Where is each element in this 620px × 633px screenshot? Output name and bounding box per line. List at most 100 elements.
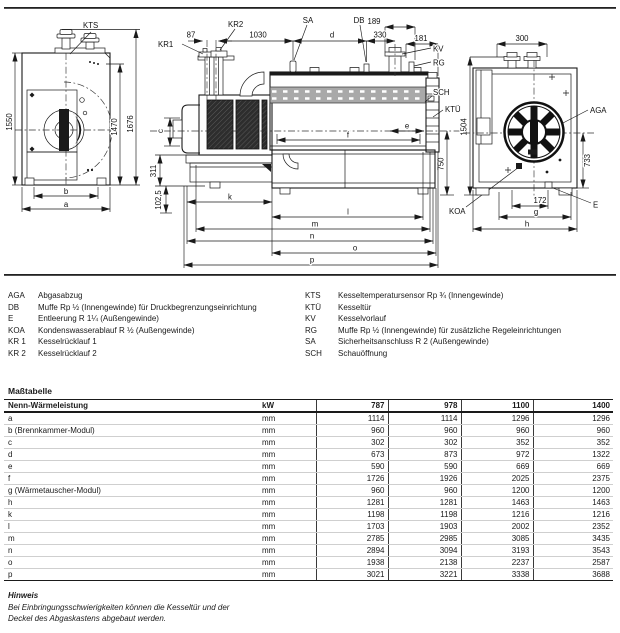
unit-cell: mm — [258, 556, 316, 569]
value-cell: 2785 — [315, 532, 388, 545]
dim-letter-l: l — [347, 208, 349, 217]
value-cell: 1938 — [315, 556, 388, 569]
label-sch: SCH — [433, 88, 449, 97]
legend-text: Abgasabzug — [38, 291, 83, 300]
dim-letter-cell: b (Brennkammer-Modul) — [4, 424, 258, 437]
drain-fitting-icon — [544, 181, 553, 189]
legend-code: AGA — [8, 291, 25, 300]
legend-code: KTS — [305, 291, 321, 300]
boiler-return-flange-icon — [56, 29, 76, 50]
value-cell: 2985 — [387, 532, 461, 545]
unit-cell: mm — [258, 424, 316, 437]
value-cell: 873 — [387, 448, 461, 461]
dimension-table-section: Maßtabelle Nenn-Wärmeleistung kW 787 978… — [4, 386, 616, 581]
value-cell: 3221 — [387, 568, 461, 581]
value-cell: 3338 — [460, 568, 533, 581]
value-cell: 960 — [532, 424, 613, 437]
table-row: h mm 1281 1281 1463 1463 — [4, 496, 613, 509]
dimension-table: Nenn-Wärmeleistung kW 787 978 1100 1400 … — [4, 399, 613, 581]
legend-code: KOA — [8, 325, 25, 335]
value-cell: 2587 — [532, 556, 613, 569]
dim-label-311: 311 — [149, 165, 158, 177]
legend-text: Kesselrücklauf 1 — [38, 337, 97, 347]
dim-label-87: 87 — [187, 31, 196, 40]
dim-letter-cell: f — [4, 472, 258, 485]
dim-letter-g: g — [534, 208, 538, 217]
dim-label-1676: 1676 — [126, 115, 135, 132]
dim-label-189: 189 — [367, 17, 380, 26]
legend-col-right: KTS Kesseltemperatursensor Rp ¾ (Innenge… — [305, 290, 614, 360]
legend-item: DB Muffe Rp ½ (Innengewinde) für Druckbe… — [8, 302, 305, 314]
value-cell: 960 — [387, 424, 461, 437]
unit-cell: mm — [258, 532, 316, 545]
header-unit: kW — [258, 399, 316, 413]
legend-code: SA — [305, 337, 316, 347]
unit-cell: mm — [258, 520, 316, 533]
unit-cell: mm — [258, 484, 316, 497]
legend-text: Muffe Rp ½ (Innengewinde) für zusätzlich… — [338, 325, 562, 335]
label-aga: AGA — [590, 106, 607, 115]
legend-item: SCH Schauöffnung — [305, 348, 614, 360]
label-kts: KTS — [83, 21, 98, 30]
value-cell: 590 — [387, 460, 461, 473]
value-cell: 1463 — [460, 496, 533, 509]
legend-text: Muffe Rp ½ (Innengewinde) für Druckbegre… — [38, 302, 257, 312]
legend-item: E Entleerung R 1¼ (Außengewinde) — [8, 313, 305, 325]
top-rule — [4, 7, 616, 9]
value-cell: 2352 — [532, 520, 613, 533]
boiler-door — [425, 72, 440, 153]
sa-nozzle — [289, 60, 297, 73]
header-col: 1100 — [460, 399, 533, 413]
unit-cell: mm — [258, 508, 316, 521]
front-view: KTS 1550 1470 1676 b a — [4, 20, 140, 212]
legend-text: Entleerung R 1¼ (Außengewinde) — [38, 314, 159, 324]
legend-item: KTÜ Kesseltür — [305, 302, 614, 314]
legend-code: KTÜ — [305, 302, 321, 312]
unit-cell: mm — [258, 412, 316, 425]
table-row: o mm 1938 2138 2237 2587 — [4, 556, 613, 569]
dim-letter-cell: h — [4, 496, 258, 509]
boiler-technical-drawing: KTS 1550 1470 1676 b a — [4, 7, 616, 276]
label-kr2: KR2 — [228, 20, 243, 29]
legend-code: KV — [305, 314, 316, 324]
value-cell: 1216 — [532, 508, 613, 521]
value-cell: 960 — [315, 484, 388, 497]
unit-cell: mm — [258, 568, 316, 581]
value-cell: 590 — [315, 460, 388, 473]
label-ktue: KTÜ — [445, 105, 461, 114]
dim-letter-k: k — [228, 193, 232, 202]
value-cell: 2237 — [460, 556, 533, 569]
value-cell: 3085 — [460, 532, 533, 545]
legend-item: KR 2 Kesselrücklauf 2 — [8, 348, 305, 360]
note-line: Bei Einbringungsschwierigkeiten können d… — [8, 602, 230, 612]
dim-letter-cell: g (Wärmetauscher-Modul) — [4, 484, 258, 497]
dimension-table-body: a mm 1114 1114 1296 1296 b (Brennkammer-… — [4, 412, 613, 581]
header-col: 978 — [387, 399, 461, 413]
dim-letter-a: a — [64, 200, 69, 209]
value-cell: 1281 — [315, 496, 388, 509]
value-cell: 3543 — [532, 544, 613, 557]
table-row: n mm 2894 3094 3193 3543 — [4, 544, 613, 557]
value-cell: 669 — [460, 460, 533, 473]
dim-label-300: 300 — [515, 34, 529, 43]
legend-text: Kondenswasserablauf R ½ (Außengewinde) — [38, 325, 195, 335]
header-col: 787 — [315, 399, 388, 413]
dim-letter-cell: m — [4, 532, 258, 545]
value-cell: 2025 — [460, 472, 533, 485]
value-cell: 1198 — [387, 508, 461, 521]
value-cell: 3688 — [532, 568, 613, 581]
unit-cell: mm — [258, 448, 316, 461]
value-cell: 1216 — [460, 508, 533, 521]
header-col: 1400 — [532, 399, 613, 413]
legend-code: RG — [305, 325, 317, 335]
dim-letter-cell: a — [4, 412, 258, 425]
value-cell: 1114 — [315, 412, 388, 425]
value-cell: 1296 — [532, 412, 613, 425]
legend-text: Schauöffnung — [338, 348, 388, 358]
table-row: e mm 590 590 669 669 — [4, 460, 613, 473]
table-row: p mm 3021 3221 3338 3688 — [4, 568, 613, 581]
dim-letter-f: f — [347, 131, 350, 140]
value-cell: 1903 — [387, 520, 461, 533]
legend-item: KOA Kondenswasserablauf R ½ (Außengewind… — [8, 325, 305, 337]
